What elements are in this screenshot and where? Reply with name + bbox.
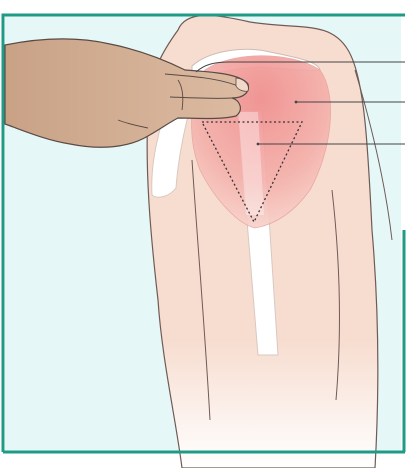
leader-dot-deltoid xyxy=(295,101,298,104)
leader-dot-humerus xyxy=(257,143,260,146)
